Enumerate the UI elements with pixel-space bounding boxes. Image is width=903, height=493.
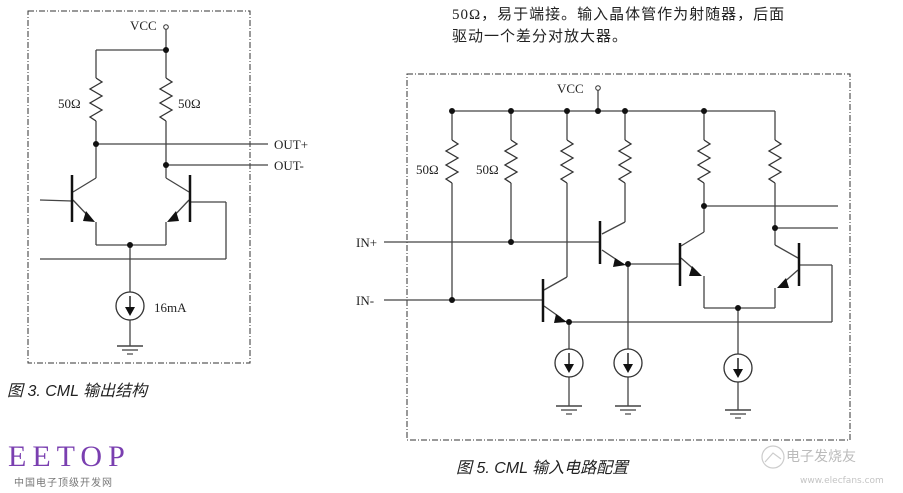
- figure-5-border: [406, 73, 851, 441]
- fig5-current-source-icon-2: [613, 348, 643, 378]
- paragraph-line-1: 50Ω，易于端接。输入晶体管作为射随器，后面: [452, 7, 786, 23]
- fig5-vcc-terminal: [595, 85, 601, 91]
- paragraph-line-2: 驱动一个差分对放大器。: [452, 29, 629, 45]
- fig5-ground-icon-2: [614, 405, 642, 415]
- figure-3-caption: 图 3. CML 输出结构: [7, 383, 148, 400]
- figure-3-diagram: VCC: [27, 10, 308, 364]
- fig5-vcc-label: VCC: [557, 81, 584, 96]
- watermark-url: www.elecfans.com: [800, 476, 884, 486]
- fig5-resistor-1-label: 50Ω: [416, 162, 439, 177]
- fig3-emitter-arrow-right: [167, 211, 179, 222]
- eetop-logo: EETOP: [8, 440, 131, 473]
- fig5-resistor-2-label: 50Ω: [476, 162, 499, 177]
- fig5-in-minus-label: IN-: [356, 293, 374, 308]
- elecfans-logo-icon: [761, 445, 785, 469]
- fig3-ground-icon: [116, 345, 144, 355]
- fig3-current-label: 16mA: [154, 300, 187, 315]
- fig5-q4-emitter-arrow: [777, 278, 789, 288]
- fig5-q2-emitter-arrow: [554, 314, 567, 323]
- fig3-resistor-right-label: 50Ω: [178, 96, 201, 111]
- fig3-out-minus-label: OUT-: [274, 158, 304, 173]
- fig5-q1-emitter-arrow: [613, 258, 626, 267]
- fig5-current-source-icon-1: [554, 348, 584, 378]
- fig5-ground-icon-1: [555, 405, 583, 415]
- body-paragraph: 50Ω，易于端接。输入晶体管作为射随器，后面 驱动一个差分对放大器。: [452, 4, 785, 48]
- watermark-name: 电子发烧友: [786, 449, 856, 465]
- fig3-resistor-left-label: 50Ω: [58, 96, 81, 111]
- fig3-vcc-terminal: [163, 24, 169, 30]
- fig3-current-source-icon: [115, 291, 145, 321]
- fig5-current-source-icon-3: [723, 353, 753, 383]
- figure-5-diagram: VCC: [356, 73, 851, 441]
- fig3-vcc-label: VCC: [130, 18, 157, 33]
- fig3-out-plus-label: OUT+: [274, 137, 308, 152]
- fig5-q3-emitter-arrow: [689, 266, 702, 276]
- fig3-emitter-arrow-left: [83, 211, 95, 222]
- fig5-ground-icon-3: [724, 409, 752, 419]
- figure-3-border: [27, 10, 251, 364]
- fig5-in-plus-label: IN+: [356, 235, 377, 250]
- figure-5-caption: 图 5. CML 输入电路配置: [456, 460, 629, 477]
- eetop-logo-subtitle: 中国电子顶级开发网: [14, 478, 113, 489]
